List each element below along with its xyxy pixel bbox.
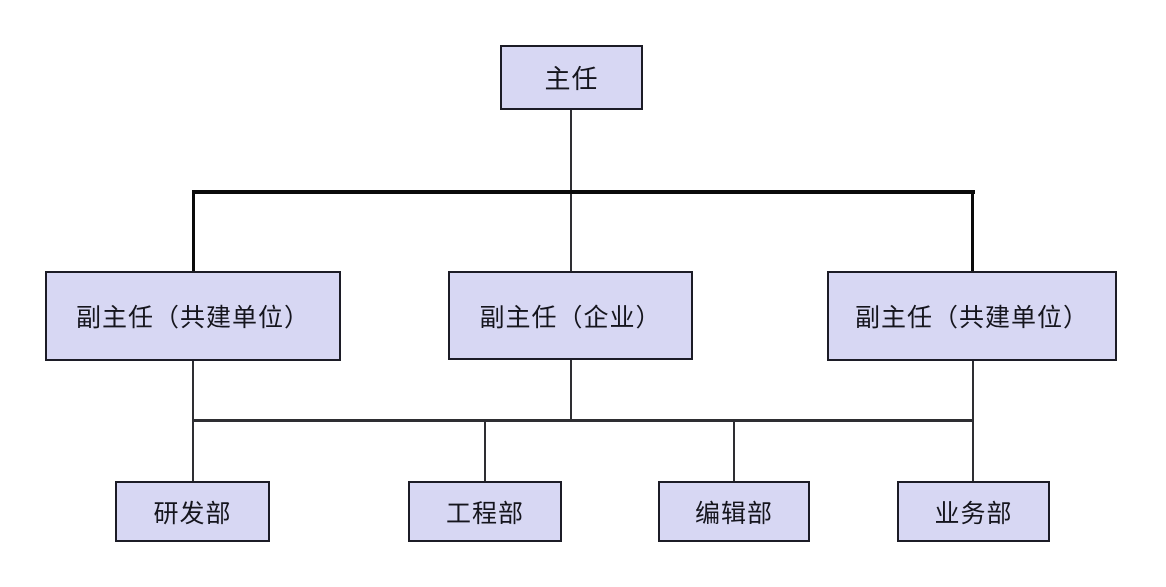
connector-bottom-bus — [192, 419, 974, 422]
connector-drop-deputy-left — [192, 190, 195, 271]
node-deputy-coconstruction-left: 副主任（共建单位） — [45, 271, 341, 361]
node-dept-business: 业务部 — [897, 481, 1050, 542]
node-dept-rnd: 研发部 — [115, 481, 270, 542]
connector-drop-dept-editorial — [733, 421, 735, 481]
connector-drop-dept-engineering — [484, 421, 486, 481]
connector-top-bus — [192, 190, 975, 194]
node-dept-engineering: 工程部 — [408, 481, 562, 542]
node-dept-editorial: 编辑部 — [658, 481, 810, 542]
node-deputy-enterprise: 副主任（企业） — [448, 271, 693, 360]
connector-deputy-middle-drop — [570, 360, 572, 421]
node-deputy-coconstruction-right: 副主任（共建单位） — [827, 271, 1117, 361]
node-director: 主任 — [500, 45, 643, 110]
connector-drop-deputy-right — [971, 190, 974, 271]
